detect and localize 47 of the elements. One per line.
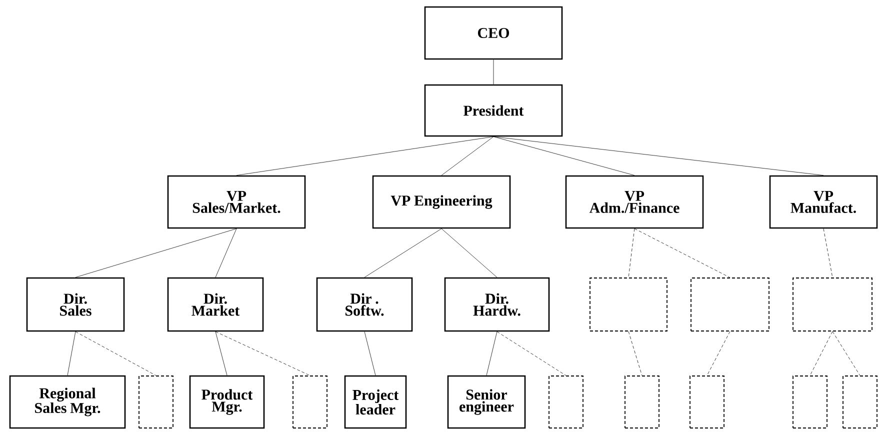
empty-box [138, 376, 174, 428]
empty-box [690, 278, 770, 332]
dashed-connector [634, 228, 730, 278]
position-box: VP Sales/Market. [167, 175, 306, 229]
dashed-connector [832, 331, 860, 376]
dashed-connector [628, 228, 635, 278]
position-box: Product Mgr. [189, 375, 265, 429]
position-box: Dir. Hardw. [444, 277, 550, 332]
empty-box [690, 376, 724, 428]
connector-line [441, 136, 494, 176]
connector-line [236, 136, 494, 176]
connector-line [493, 136, 824, 176]
dashed-connector [496, 331, 566, 376]
empty-box [548, 376, 584, 428]
position-box: VP Manufact. [769, 175, 878, 229]
connector-line [215, 228, 237, 278]
empty-box [792, 376, 828, 428]
position-box: President [424, 84, 563, 137]
position-box: Dir. Market [167, 277, 264, 332]
empty-box [792, 278, 872, 332]
dashed-connector [823, 228, 833, 278]
position-box: Project leader [344, 375, 407, 429]
position-box: VP Adm./Finance [565, 175, 704, 229]
empty-box [842, 376, 878, 428]
position-box: Dir . Softw. [316, 277, 413, 332]
position-box: Senior engineer [447, 375, 526, 429]
connector-line [364, 331, 376, 376]
position-box: CEO [424, 6, 563, 60]
connector-line [493, 59, 494, 85]
dashed-connector [706, 331, 730, 376]
connector-line [215, 331, 228, 376]
connector-line [493, 136, 635, 176]
position-box: VP Engineering [372, 175, 511, 229]
position-box: Dir. Sales [26, 277, 125, 332]
connector-line [486, 331, 498, 376]
connector-line [75, 228, 237, 278]
position-box: Regional Sales Mgr. [9, 375, 126, 429]
connector-line [441, 228, 498, 278]
dashed-connector [75, 331, 156, 376]
dashed-connector [628, 331, 642, 376]
dashed-connector [215, 331, 310, 376]
empty-box [590, 278, 668, 332]
empty-box [292, 376, 328, 428]
dashed-connector [810, 331, 833, 376]
connector-line [364, 228, 442, 278]
connector-line [67, 331, 76, 376]
empty-box [624, 376, 660, 428]
